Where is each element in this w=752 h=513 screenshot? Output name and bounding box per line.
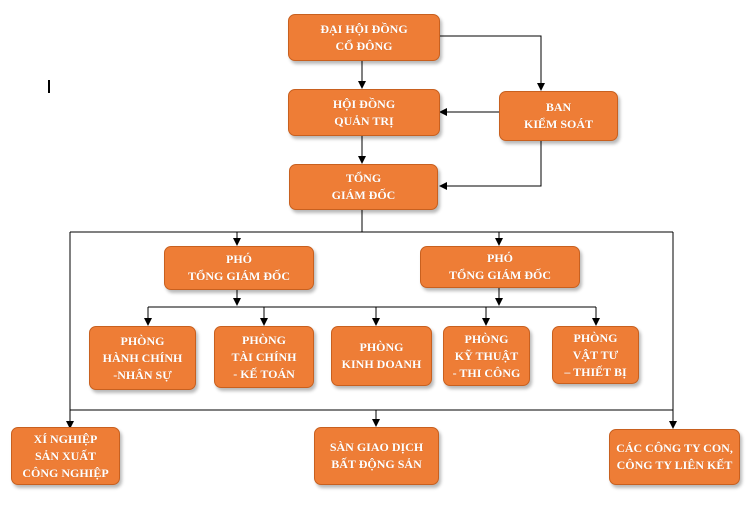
node-board: HỘI ĐỒNG QUẢN TRỊ — [288, 89, 440, 136]
node-label: VẬT TƯ — [572, 347, 619, 362]
node-label: HÀNH CHÍNH — [102, 350, 183, 365]
node-label: CỔ ĐÔNG — [335, 38, 393, 53]
connector-supervisory-ceo — [439, 141, 542, 190]
connector-shareholders-supervisory — [440, 35, 545, 91]
node-exchange: SÀN GIAO DỊCH BẤT ĐỘNG SẢN — [314, 427, 439, 485]
node-dept-finance: PHÒNG TÀI CHÍNH - KẾ TOÁN — [214, 326, 314, 388]
node-label: - THI CÔNG — [452, 365, 521, 380]
node-label: CÔNG TY LIÊN KẾT — [616, 458, 733, 472]
node-label: SẢN XUẤT — [34, 448, 96, 463]
node-label: TỔNG — [345, 171, 382, 185]
node-dept-admin: PHÒNG HÀNH CHÍNH -NHÂN SỰ — [89, 326, 196, 390]
node-deputy-right: PHÓ TỔNG GIÁM ĐỐC — [420, 246, 580, 288]
node-label: – THIẾT BỊ — [564, 364, 627, 379]
node-label: PHÓ — [226, 252, 252, 266]
node-label: SÀN GIAO DỊCH — [329, 440, 424, 454]
node-dept-technical: PHÒNG KỸ THUẬT - THI CÔNG — [443, 326, 530, 386]
node-label: TÀI CHÍNH — [231, 349, 297, 364]
node-label: XÍ NGHIỆP — [33, 431, 98, 446]
node-label: QUẢN TRỊ — [334, 113, 394, 128]
node-label: KỸ THUẬT — [454, 348, 519, 363]
node-label: KIỂM SOÁT — [523, 117, 593, 131]
node-label: CÁC CÔNG TY CON, — [616, 441, 733, 455]
node-label: PHÒNG — [242, 332, 286, 347]
node-deputy-left: PHÓ TỔNG GIÁM ĐỐC — [164, 246, 314, 290]
node-label: BẤT ĐỘNG SẢN — [331, 457, 422, 471]
node-label: ĐẠI HỘI ĐỒNG — [320, 21, 408, 36]
node-label: HỘI ĐỒNG — [332, 96, 396, 111]
node-subsidiaries: CÁC CÔNG TY CON, CÔNG TY LIÊN KẾT — [609, 429, 740, 485]
node-label: PHÒNG — [464, 331, 509, 346]
node-label: - KẾ TOÁN — [233, 366, 295, 381]
node-label: GIÁM ĐỐC — [331, 188, 396, 202]
node-factory: XÍ NGHIỆP SẢN XUẤT CÔNG NGHIỆP — [11, 427, 120, 485]
node-label: KINH DOANH — [341, 357, 422, 371]
node-ceo: TỔNG GIÁM ĐỐC — [289, 164, 438, 210]
node-label: CÔNG NGHIỆP — [22, 465, 109, 480]
node-label: PHÒNG — [573, 330, 618, 345]
node-label: -NHÂN SỰ — [113, 367, 172, 382]
node-label: TỔNG GIÁM ĐỐC — [188, 269, 290, 283]
node-label: BAN — [545, 100, 572, 114]
node-label: TỔNG GIÁM ĐỐC — [449, 268, 551, 282]
node-dept-supplies: PHÒNG VẬT TƯ – THIẾT BỊ — [552, 326, 639, 384]
node-supervisory: BAN KIỂM SOÁT — [499, 91, 618, 141]
text-cursor — [48, 80, 50, 93]
node-label: PHÓ — [487, 251, 513, 265]
node-label: PHÒNG — [120, 333, 165, 348]
node-dept-business: PHÒNG KINH DOANH — [331, 326, 432, 386]
node-label: PHÒNG — [359, 340, 404, 354]
node-shareholders: ĐẠI HỘI ĐỒNG CỔ ĐÔNG — [288, 14, 440, 61]
